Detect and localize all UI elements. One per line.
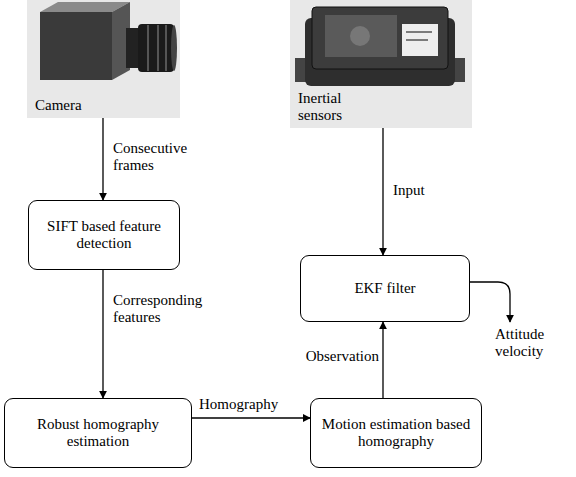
process-box: SIFT based feature detection	[28, 200, 180, 270]
flow-arrow	[102, 270, 103, 398]
edge-label: Homography	[198, 396, 305, 413]
inertial-sensor-photo	[290, 0, 472, 128]
flow-arrow	[382, 128, 383, 255]
camera-photo	[27, 0, 180, 118]
flow-arrow	[102, 118, 103, 200]
box-label: EKF filter	[354, 280, 415, 297]
process-box: Motion estimation based homography	[310, 398, 482, 468]
photo-caption: Inertial sensors	[298, 90, 368, 125]
photo-frame: Inertial sensors	[290, 0, 472, 128]
box-label: Motion estimation based homography	[319, 416, 473, 451]
output-label: Attitude velocity	[494, 326, 564, 361]
edge-label: Consecutive frames	[112, 140, 209, 175]
output-arrow	[470, 282, 510, 322]
box-label: Robust homography estimation	[13, 416, 183, 451]
process-box: Robust homography estimation	[4, 398, 192, 468]
box-label: SIFT based feature detection	[37, 218, 171, 253]
flow-arrow	[192, 417, 310, 418]
process-box: EKF filter	[300, 255, 470, 322]
photo-caption: Camera	[35, 97, 82, 114]
photo-frame: Camera	[27, 0, 180, 118]
edge-label: Input	[392, 182, 454, 199]
edge-label: Corresponding features	[112, 292, 226, 327]
edge-label: Observation	[290, 348, 380, 365]
flow-arrow	[382, 322, 383, 398]
